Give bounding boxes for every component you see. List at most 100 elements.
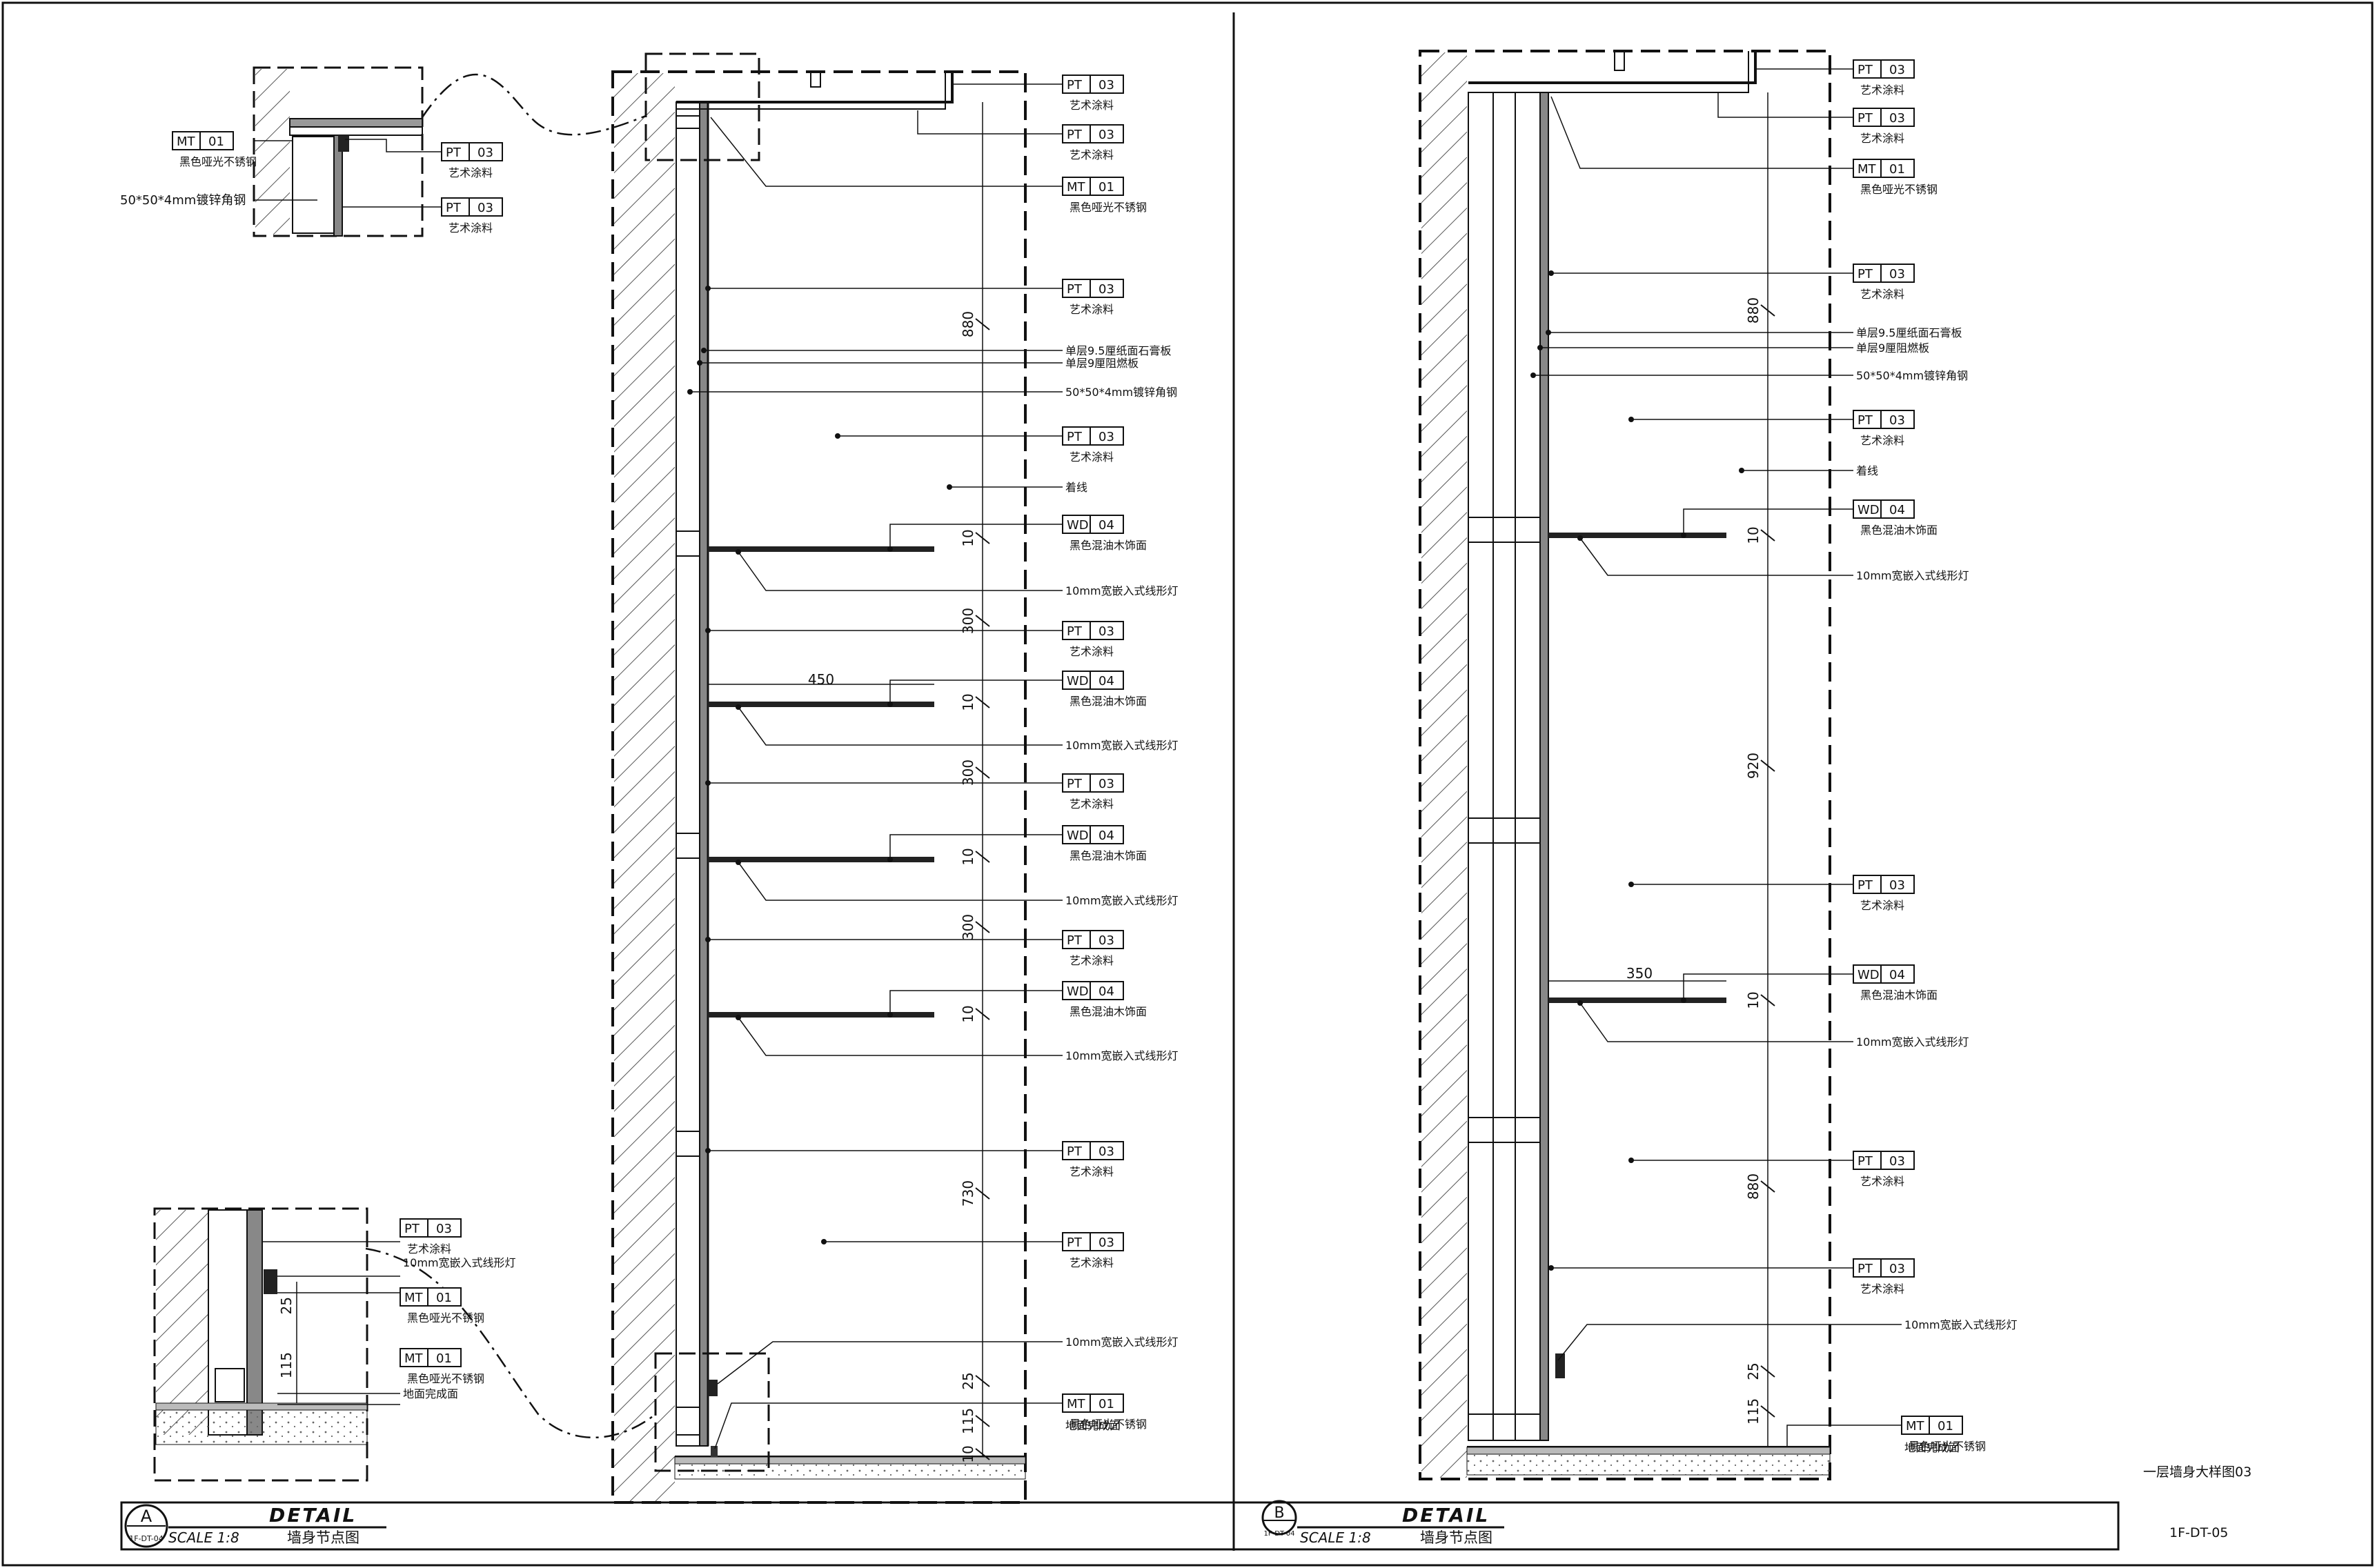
title-a-name: 墙身节点图 [287, 1529, 359, 1546]
section-a-dim: 300 [960, 608, 976, 634]
title-a-bubble [124, 1504, 168, 1548]
tag-description: 黑色混油木饰面 [1860, 524, 1938, 537]
section-a-tag: 10mm宽嵌入式线形灯 [1065, 1336, 1179, 1349]
section-a-dim: 10 [960, 1005, 976, 1022]
tag-number: 01 [436, 1351, 452, 1366]
tag-code: PT [1067, 1235, 1083, 1250]
detail-bottom-tag: 10mm宽嵌入式线形灯 [403, 1256, 516, 1269]
tag-number: 03 [1098, 78, 1114, 92]
title-a-word: DETAIL [269, 1504, 357, 1527]
title-a-scale: SCALE 1:8 [168, 1529, 239, 1546]
tag-description: 黑色哑光不锈钢 [1070, 1418, 1147, 1431]
tag-description: 50*50*4mm镀锌角钢 [1065, 386, 1177, 399]
section-a-dim: 730 [960, 1180, 976, 1207]
title-a-letter: A [141, 1507, 152, 1526]
section-b-dim: 115 [1745, 1398, 1762, 1425]
tag-description: 单层9厘阻燃板 [1065, 357, 1139, 370]
section-a-tag: 着线 [1065, 481, 1087, 494]
tag-description: 黑色混油木饰面 [1860, 989, 1938, 1002]
tag-code: PT [446, 146, 462, 160]
tag-code: WD [1067, 674, 1089, 688]
title-b-word: DETAIL [1402, 1504, 1490, 1527]
section-a-tag: 地面完成面 [1065, 1419, 1121, 1432]
tag-description: 艺术涂料 [1070, 148, 1114, 161]
tag-number: 01 [1938, 1419, 1953, 1433]
tag-number: 03 [1098, 1144, 1114, 1159]
title-b-ref: 1F-DT-04 [1264, 1530, 1295, 1538]
section-a-dim: 25 [960, 1372, 976, 1389]
tag-code: PT [1067, 777, 1083, 791]
tag-number: 03 [1098, 933, 1114, 948]
detail-top [253, 66, 442, 237]
tag-description: 黑色混油木饰面 [1070, 1005, 1147, 1018]
tag-description: 艺术涂料 [1860, 1282, 1904, 1296]
section-b-tag: 50*50*4mm镀锌角钢 [1856, 369, 1968, 382]
tag-description: 单层9.5厘纸面石膏板 [1856, 326, 1962, 339]
tag-code: PT [1067, 933, 1083, 948]
section-b-shelf-depth: 350 [1626, 965, 1653, 982]
tag-code: PT [404, 1222, 420, 1236]
section-b-dim: 880 [1745, 297, 1762, 324]
section-b-tag: 着线 [1856, 464, 1878, 477]
section-b-dim: 25 [1745, 1362, 1762, 1380]
section-a-tag: 10mm宽嵌入式线形灯 [1065, 739, 1179, 752]
tag-description: 艺术涂料 [1860, 83, 1904, 97]
tag-code: PT [1067, 430, 1083, 444]
tag-description: 艺术涂料 [407, 1242, 451, 1256]
tag-description: 10mm宽嵌入式线形灯 [1856, 569, 1969, 582]
detail-bottom-dim: 115 [278, 1352, 295, 1378]
tag-code: MT [404, 1291, 424, 1305]
tag-description: 黑色哑光不锈钢 [1909, 1440, 1986, 1453]
section-a-dim: 10 [960, 848, 976, 865]
tag-description: 黑色哑光不锈钢 [1070, 201, 1147, 214]
tag-code: WD [1067, 984, 1089, 999]
title-a-ref: 1F-DT-04 [129, 1534, 163, 1543]
section-a-shelf [708, 857, 934, 862]
section-a-tag: PT 03 艺术涂料 [1062, 930, 1124, 967]
tag-code: PT [1067, 282, 1083, 297]
tag-number: 03 [1889, 267, 1905, 281]
tag-description: 黑色哑光不锈钢 [179, 155, 257, 168]
section-a-shelf [708, 546, 934, 552]
section-a-tag: 10mm宽嵌入式线形灯 [1065, 894, 1179, 907]
tag-description: 着线 [1856, 464, 1878, 477]
tag-number: 01 [208, 135, 224, 149]
section-a-shelf [708, 1012, 934, 1018]
tag-description: 艺术涂料 [1070, 99, 1114, 112]
section-b-boundary [1419, 50, 1831, 1480]
section-a-dim: 880 [960, 311, 976, 337]
tag-code: PT [1067, 128, 1083, 142]
section-a-wall-hatch [614, 73, 675, 1501]
section-a-dim: 10 [960, 1445, 976, 1462]
detail-bottom-dim: 25 [278, 1297, 295, 1314]
tag-description: 艺术涂料 [1860, 434, 1904, 447]
tag-description: 10mm宽嵌入式线形灯 [1065, 584, 1179, 597]
tag-description: 艺术涂料 [1070, 645, 1114, 658]
sheet-title: 一层墙身大样图03 [2143, 1465, 2251, 1480]
tag-code: WD [1067, 518, 1089, 533]
tag-description: 单层9厘阻燃板 [1856, 341, 1929, 355]
tag-description: 艺术涂料 [1070, 954, 1114, 967]
title-b-letter: B [1274, 1505, 1284, 1522]
section-a-stud [676, 101, 700, 1447]
tag-description: 黑色混油木饰面 [1070, 539, 1147, 552]
tag-description: 艺术涂料 [1070, 450, 1114, 464]
tag-description: 着线 [1065, 481, 1087, 494]
